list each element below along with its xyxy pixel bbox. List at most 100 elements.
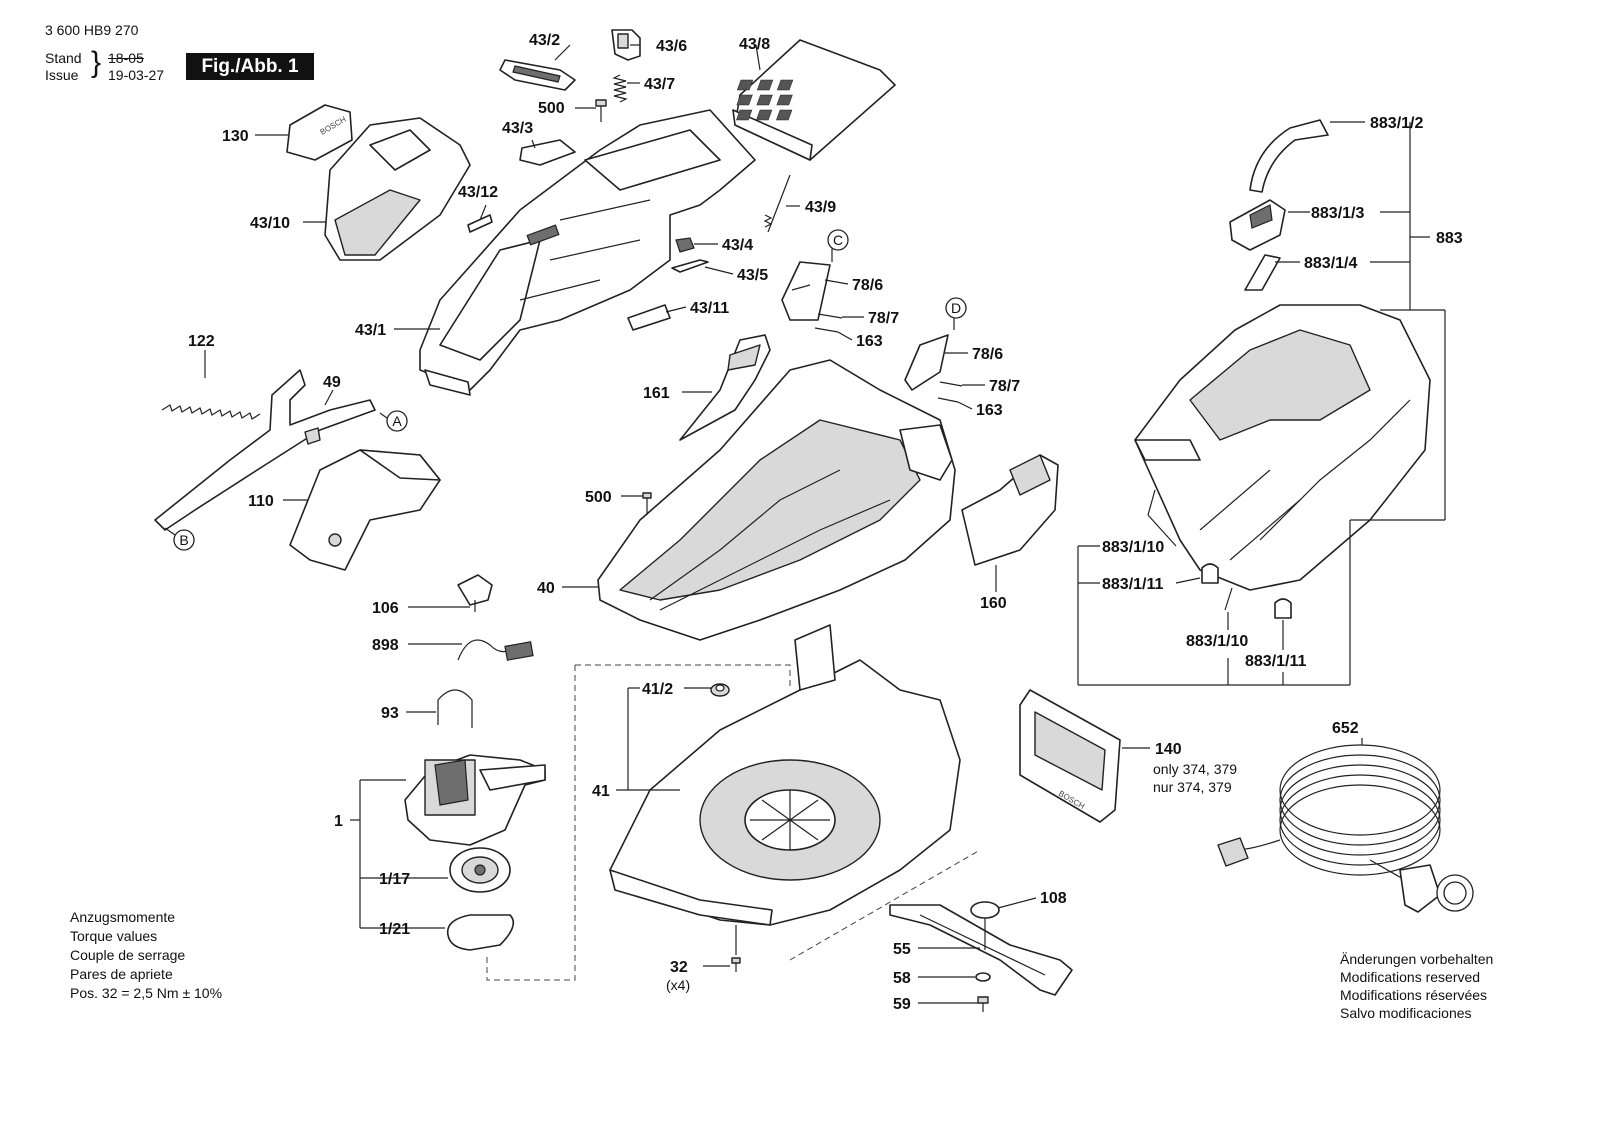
label-43-11: 43/11 bbox=[690, 300, 729, 317]
part-40-housing-drawing bbox=[597, 359, 956, 641]
label-883-1-11-b: 883/1/11 bbox=[1245, 653, 1307, 670]
part-161-guard-drawing bbox=[679, 334, 771, 441]
label-43-4: 43/4 bbox=[722, 237, 753, 254]
assembly-guide-2 bbox=[575, 664, 791, 690]
marker-c-circle bbox=[827, 229, 849, 251]
part-32-screw-drawing bbox=[731, 925, 741, 972]
part-883-1-3-drawing bbox=[1229, 199, 1286, 251]
part-110-rear-cover-drawing bbox=[289, 449, 441, 571]
part-1-17-fan-drawing bbox=[449, 847, 511, 893]
part-108-drawing bbox=[970, 901, 1000, 950]
label-55: 55 bbox=[893, 941, 911, 958]
label-106: 106 bbox=[372, 600, 399, 617]
label-43-7: 43/7 bbox=[644, 76, 675, 93]
part-898-cable-drawing bbox=[457, 639, 534, 661]
label-500-housing: 500 bbox=[585, 489, 612, 506]
label-78-6-d: 78/6 bbox=[972, 346, 1003, 363]
stand-label: Stand bbox=[45, 50, 82, 66]
part-41-2-washer-drawing bbox=[710, 683, 730, 697]
label-883-1-3: 883/1/3 bbox=[1311, 205, 1364, 222]
marker-b-circle bbox=[173, 529, 195, 551]
label-43-8: 43/8 bbox=[739, 36, 770, 53]
part-500-screw-top-drawing bbox=[595, 99, 607, 122]
part-130-badge-drawing: BOSCH bbox=[286, 104, 353, 161]
note-140-only: only 374, 379 bbox=[1153, 761, 1237, 777]
part-55-blade-drawing bbox=[889, 904, 1073, 996]
part-43-8-cover-drawing bbox=[732, 39, 896, 161]
part-43-9-drawing bbox=[763, 174, 791, 233]
label-140: 140 bbox=[1155, 741, 1182, 758]
disclaimer-line-de: Änderungen vorbehalten bbox=[1340, 951, 1494, 967]
label-43-12: 43/12 bbox=[458, 184, 498, 201]
label-40: 40 bbox=[537, 580, 555, 597]
label-93: 93 bbox=[381, 705, 399, 722]
label-41-2: 41/2 bbox=[642, 681, 673, 698]
disclaimer-notes: Änderungen vorbehalten Modifications res… bbox=[1340, 950, 1493, 1022]
part-43-4-drawing bbox=[675, 237, 695, 253]
part-1-21-belt-drawing bbox=[446, 914, 515, 951]
label-163-d: 163 bbox=[976, 402, 1003, 419]
part-59-bolt-drawing bbox=[977, 996, 989, 1012]
part-78-6-hinge-d-drawing bbox=[904, 318, 955, 391]
part-652-cable-coil-drawing bbox=[1217, 744, 1474, 913]
part-43-1-console-drawing bbox=[419, 109, 756, 396]
part-41-deck-drawing bbox=[609, 624, 961, 926]
label-43-5: 43/5 bbox=[737, 267, 768, 284]
label-163-c: 163 bbox=[856, 333, 883, 350]
issue-date: 19-03-27 bbox=[108, 67, 165, 83]
label-122: 122 bbox=[188, 333, 215, 350]
label-1-21: 1/21 bbox=[379, 921, 410, 938]
label-41: 41 bbox=[592, 783, 610, 800]
disclaimer-line-es: Salvo modificaciones bbox=[1340, 1005, 1472, 1021]
label-78-6-c: 78/6 bbox=[852, 277, 883, 294]
label-43-6: 43/6 bbox=[656, 38, 687, 55]
part-883-1-11b-drawing bbox=[1274, 598, 1292, 619]
marker-d-circle bbox=[945, 297, 967, 319]
label-43-2: 43/2 bbox=[529, 32, 560, 49]
marker-d: D bbox=[951, 300, 961, 316]
label-32: 32 bbox=[670, 959, 688, 976]
figure-label: Fig./Abb. 1 bbox=[186, 53, 314, 80]
part-883-1-10a-drawing bbox=[1147, 489, 1156, 516]
label-110: 110 bbox=[248, 493, 274, 510]
disclaimer-line-en: Modifications reserved bbox=[1340, 969, 1481, 985]
brace-glyph: } bbox=[91, 46, 102, 79]
part-160-guard-drawing bbox=[961, 454, 1059, 566]
torque-spec: Pos. 32 = 2,5 Nm ± 10% bbox=[70, 985, 223, 1001]
part-883-grass-box-drawing bbox=[1134, 304, 1431, 591]
issue-label: Issue bbox=[45, 67, 79, 83]
part-106-switch-drawing bbox=[457, 574, 493, 612]
part-58-washer-drawing bbox=[975, 972, 991, 982]
label-883-1-10-b: 883/1/10 bbox=[1186, 633, 1248, 650]
label-59: 59 bbox=[893, 996, 911, 1013]
part-883-1-11a-drawing bbox=[1201, 563, 1219, 584]
label-883-1-10-a: 883/1/10 bbox=[1102, 539, 1164, 556]
part-43-5-drawing bbox=[671, 259, 709, 273]
label-58: 58 bbox=[893, 970, 911, 987]
part-883-1-10b-drawing bbox=[1224, 587, 1233, 611]
label-1: 1 bbox=[334, 813, 343, 830]
part-93-bracket-drawing bbox=[437, 689, 473, 728]
label-652: 652 bbox=[1332, 720, 1359, 737]
old-date: 18-05 bbox=[108, 50, 144, 66]
label-898: 898 bbox=[372, 637, 399, 654]
label-78-7-c: 78/7 bbox=[868, 310, 899, 327]
part-43-3-drawing bbox=[519, 139, 576, 166]
part-78-7-pins-d-drawing bbox=[937, 381, 963, 403]
marker-a: A bbox=[392, 413, 402, 429]
label-161: 161 bbox=[643, 385, 670, 402]
torque-line-fr: Couple de serrage bbox=[70, 947, 186, 963]
leader-lines bbox=[164, 44, 1446, 1004]
marker-b: B bbox=[179, 532, 188, 548]
part-43-11-drawing bbox=[627, 304, 671, 331]
label-43-1: 43/1 bbox=[355, 322, 386, 339]
torque-line-de: Anzugsmomente bbox=[70, 909, 176, 925]
label-500-top: 500 bbox=[538, 100, 565, 117]
marker-c: C bbox=[833, 232, 843, 248]
label-883-1-4: 883/1/4 bbox=[1304, 255, 1357, 272]
part-43-2-drawing bbox=[499, 59, 576, 91]
label-160: 160 bbox=[980, 595, 1007, 612]
part-49-lever-drawing bbox=[154, 369, 376, 531]
